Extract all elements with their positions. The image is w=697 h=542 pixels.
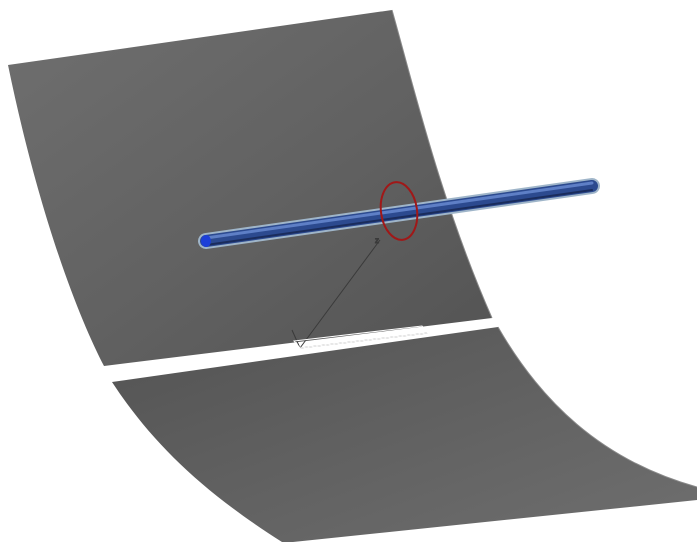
axis-label-z: z xyxy=(375,236,379,245)
lower-panel-edge xyxy=(497,326,697,488)
rod-highlight xyxy=(204,181,594,240)
rod-shadow xyxy=(205,189,593,246)
axis-line-back xyxy=(291,329,301,349)
blue-rod[interactable] xyxy=(198,178,600,249)
lower-curved-panel[interactable] xyxy=(112,327,697,542)
red-ring[interactable] xyxy=(377,180,421,242)
rod-end-cap xyxy=(201,235,211,247)
upper-panel-edge xyxy=(391,9,493,319)
rod-body xyxy=(200,180,598,247)
upper-curved-panel[interactable] xyxy=(8,10,492,366)
axis-line-diagonal xyxy=(299,239,381,349)
selection-box xyxy=(293,325,429,349)
